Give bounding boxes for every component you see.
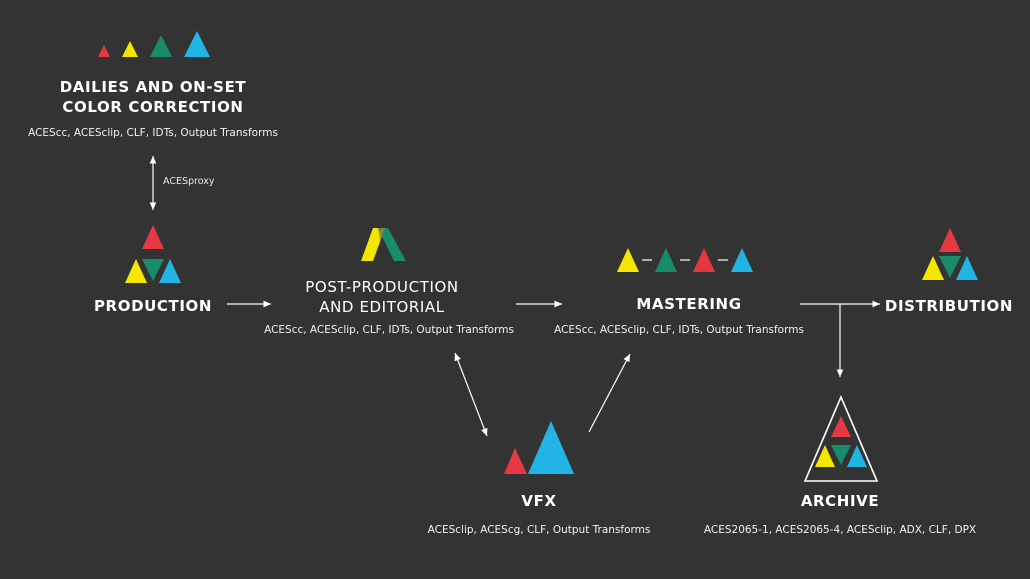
distribution-icon <box>922 228 978 280</box>
archive-title: ARCHIVE <box>800 492 880 510</box>
distribution-title: DISTRIBUTION <box>884 297 1014 315</box>
post-title-line2: AND EDITORIAL <box>319 298 445 316</box>
post-production-icon <box>361 228 406 261</box>
mastering-icon <box>617 248 753 272</box>
dailies-icon <box>98 31 210 57</box>
vfx-icon <box>504 421 574 474</box>
post-vfx-arrow <box>454 352 488 437</box>
yellow-triangle-icon <box>122 41 138 57</box>
dailies-title: DAILIES AND ON-SET COLOR CORRECTION <box>60 77 247 117</box>
vfx-title: VFX <box>521 492 557 510</box>
post-formats: ACEScc, ACESclip, CLF, IDTs, Output Tran… <box>264 324 514 336</box>
production-icon <box>125 225 181 283</box>
mastering-title: MASTERING <box>636 295 742 313</box>
blue-triangle-icon <box>184 31 210 57</box>
mastering-formats: ACEScc, ACESclip, CLF, IDTs, Output Tran… <box>554 324 804 336</box>
archive-icon <box>803 394 879 482</box>
acesproxy-label: ACESproxy <box>163 176 215 187</box>
red-triangle-icon <box>98 45 110 57</box>
archive-formats: ACES2065-1, ACES2065-4, ACESclip, ADX, C… <box>703 524 977 536</box>
vfx-formats: ACESclip, ACEScg, CLF, Output Transforms <box>427 524 651 536</box>
post-title-line1: POST-PRODUCTION <box>305 278 459 296</box>
dailies-title-line1: DAILIES AND ON-SET <box>59 78 247 96</box>
dailies-title-line2: COLOR CORRECTION <box>62 98 244 116</box>
vfx-to-mastering-arrow <box>588 353 631 433</box>
production-title: PRODUCTION <box>93 297 213 315</box>
dailies-formats: ACEScc, ACESclip, CLF, IDTs, Output Tran… <box>28 127 278 139</box>
post-production-title: POST-PRODUCTION AND EDITORIAL <box>305 277 458 317</box>
green-triangle-icon <box>150 35 172 57</box>
